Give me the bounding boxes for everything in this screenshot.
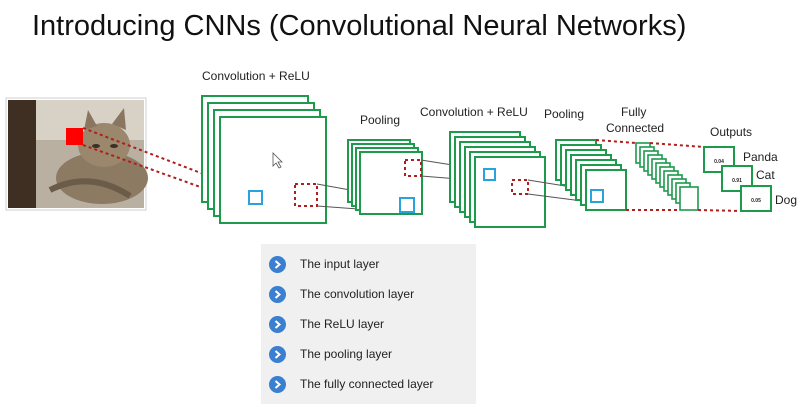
conv-filter: [590, 189, 604, 203]
list-item: The convolution layer: [269, 282, 414, 306]
chevron-right-icon: [269, 375, 286, 393]
output-value-panda: 0.04: [714, 159, 724, 165]
output-value-dog: 0.05: [751, 198, 761, 204]
label-fully-connected-2: Connected: [606, 121, 664, 135]
receptive-window: [404, 159, 422, 177]
pool-window: [511, 179, 529, 195]
chevron-right-icon: [269, 255, 286, 273]
pool-layer-1: [347, 139, 423, 215]
conv-layer-1: [201, 95, 327, 224]
conv-filter: [399, 197, 415, 213]
output-boxes: [703, 146, 772, 212]
pool-window: [294, 183, 318, 207]
cursor-icon: [272, 152, 283, 169]
chevron-right-icon: [269, 345, 286, 363]
label-pooling-1: Pooling: [360, 113, 400, 127]
projection-line: [595, 139, 637, 144]
chevron-right-icon: [269, 285, 286, 303]
list-item: The pooling layer: [269, 342, 392, 366]
chevron-right-icon: [269, 315, 286, 333]
page-title: Introducing CNNs (Convolutional Neural N…: [32, 10, 687, 42]
output-label-dog: Dog: [775, 193, 797, 207]
output-label-cat: Cat: [756, 168, 775, 182]
pool-layer-2: [555, 139, 627, 211]
list-item-label: The ReLU layer: [300, 317, 385, 331]
label-fully-connected-1: Fully: [621, 105, 646, 119]
conv-filter: [483, 168, 496, 181]
label-conv-relu-1: Convolution + ReLU: [202, 69, 310, 83]
label-pooling-2: Pooling: [544, 107, 584, 121]
conv-filter: [248, 190, 263, 205]
list-item-label: The pooling layer: [300, 347, 393, 361]
input-image: [5, 97, 148, 211]
output-label-panda: Panda: [743, 150, 778, 164]
projection-line: [649, 142, 705, 148]
list-item: The fully connected layer: [269, 372, 433, 396]
list-item: The ReLU layer: [269, 312, 384, 336]
layer-list: The input layer The convolution layer Th…: [261, 244, 476, 404]
projection-line: [697, 209, 743, 212]
list-item-label: The input layer: [300, 257, 380, 271]
list-item-label: The convolution layer: [300, 287, 415, 301]
input-receptive-field: [66, 128, 83, 145]
label-outputs: Outputs: [710, 125, 752, 139]
list-item: The input layer: [269, 252, 379, 276]
fully-connected-layer: [635, 142, 699, 211]
conv-layer-2: [449, 131, 546, 228]
label-conv-relu-2: Convolution + ReLU: [420, 105, 528, 119]
output-value-cat: 0.91: [732, 178, 742, 184]
output-box-dog: [740, 185, 772, 212]
list-item-label: The fully connected layer: [300, 377, 434, 391]
